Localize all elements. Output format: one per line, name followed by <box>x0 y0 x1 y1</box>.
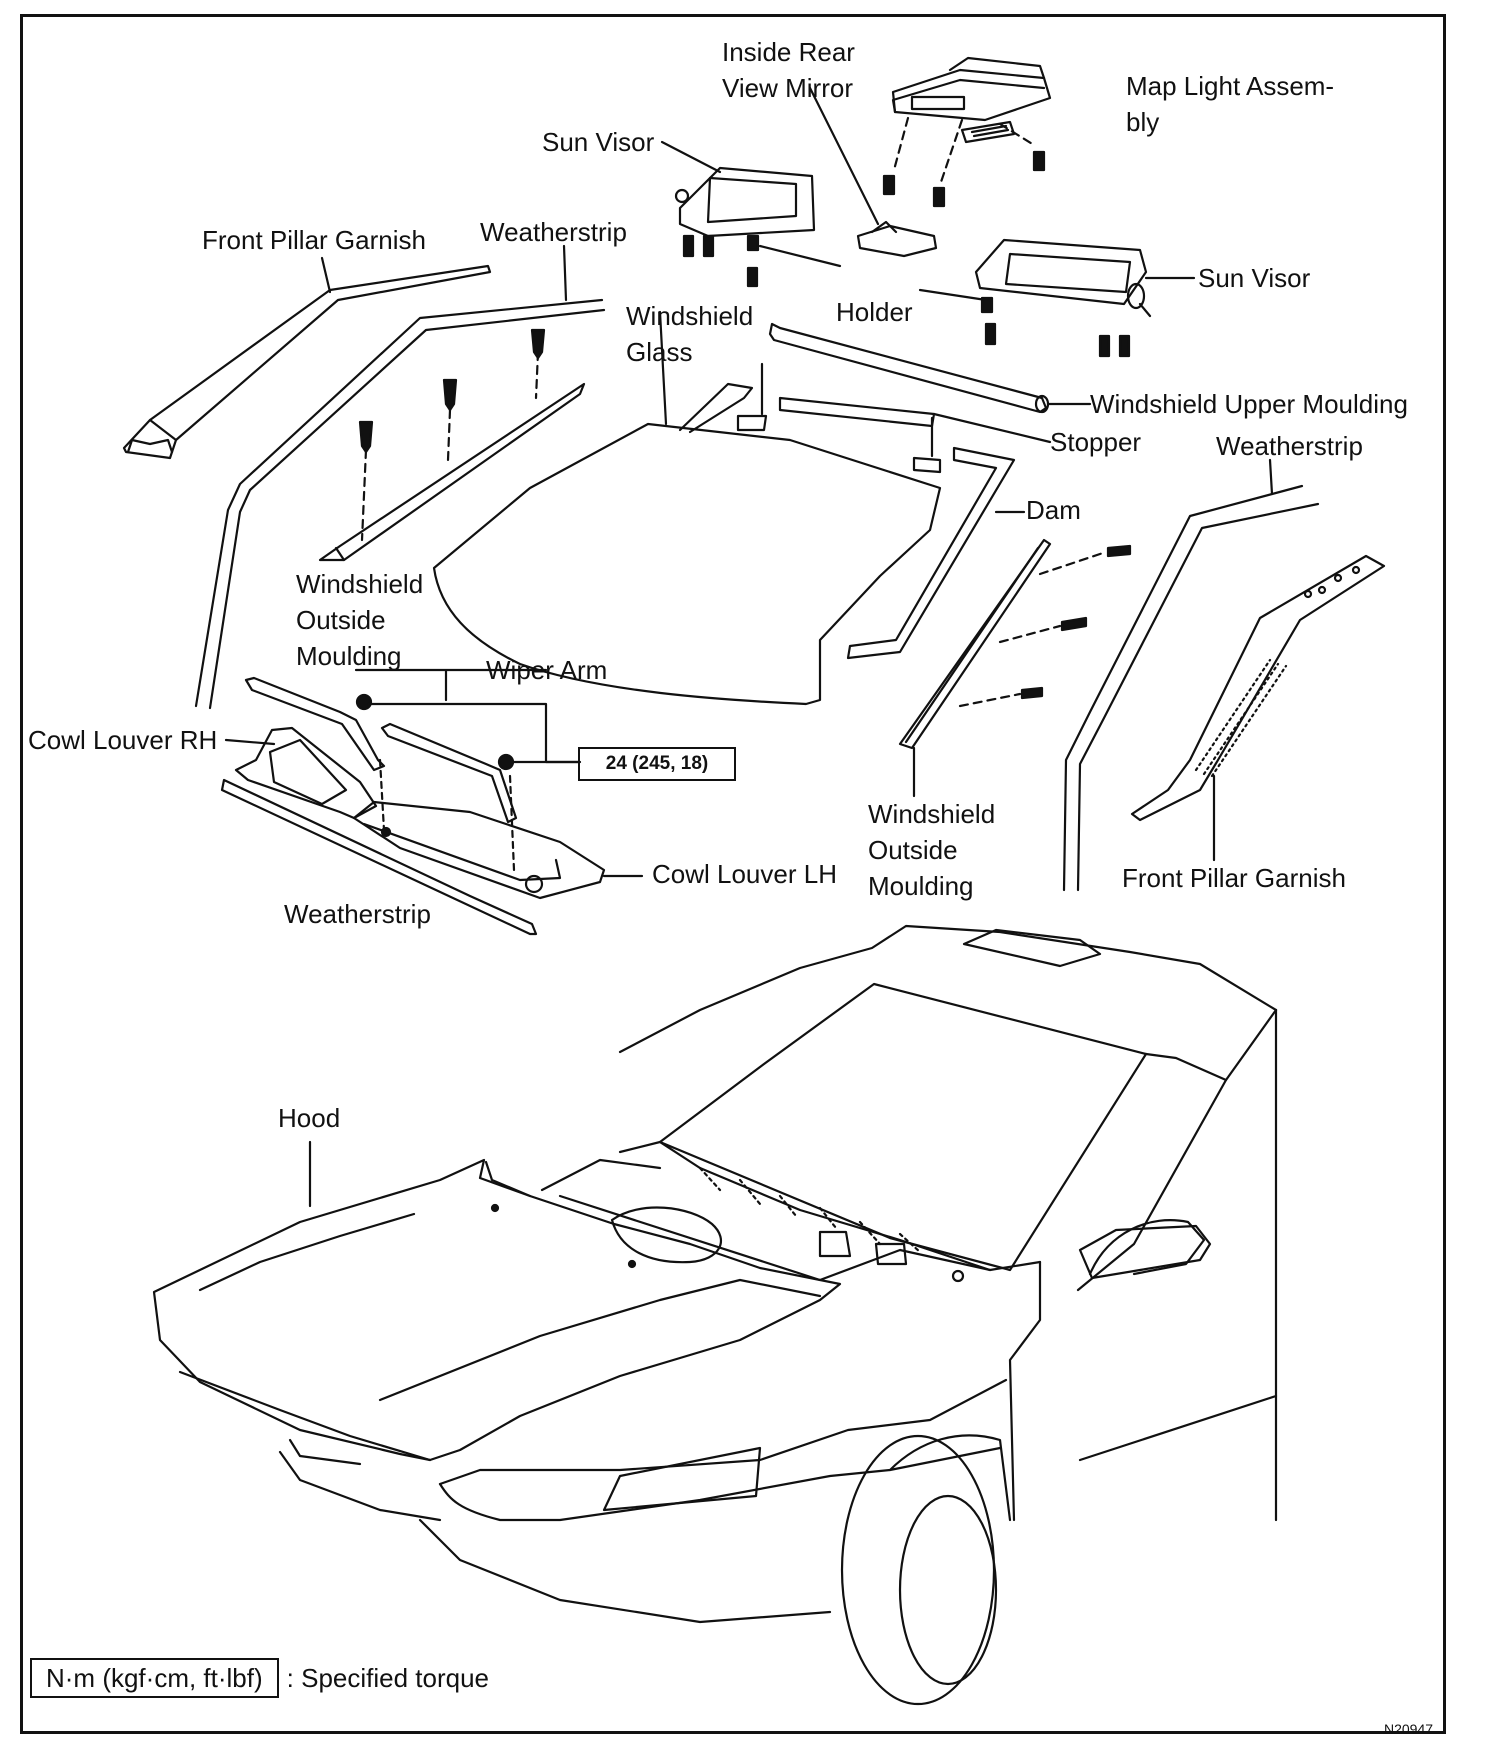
car-body-illustration <box>154 926 1276 1704</box>
label-map-light-assembly-line1: Map Light Assem- <box>1126 71 1335 101</box>
clip-icons-left <box>360 330 544 452</box>
weatherstrip-right-part <box>1064 460 1318 890</box>
label-cowl-louver-lh: Cowl Louver LH <box>652 859 837 889</box>
windshield-upper-moulding-part <box>770 324 1090 412</box>
label-weatherstrip-right: Weatherstrip <box>1216 431 1363 461</box>
label-weatherstrip-cowl: Weatherstrip <box>284 899 431 929</box>
label-windshield-outside-moulding-left-line1: Windshield <box>296 569 424 599</box>
screw-icons-right-visor <box>982 298 1129 356</box>
sun-visor-right-part <box>976 240 1194 316</box>
wiper-arm-parts <box>246 670 580 822</box>
label-front-pillar-garnish-right: Front Pillar Garnish <box>1122 863 1346 893</box>
label-holder: Holder <box>836 297 913 327</box>
label-windshield-outside-moulding-right-line2: Outside <box>868 835 958 865</box>
inside-rear-view-mirror-part <box>810 88 936 256</box>
label-windshield-upper-moulding: Windshield Upper Moulding <box>1090 389 1408 419</box>
clip-icons-right <box>1022 546 1130 698</box>
screw-icons-left-visor <box>684 236 758 286</box>
windshield-outside-moulding-right-part <box>900 540 1050 796</box>
holder-callout-lines <box>760 246 986 300</box>
dam-part <box>680 384 1024 658</box>
legend-text: : Specified torque <box>286 1663 490 1693</box>
label-windshield-outside-moulding-right-line3: Moulding <box>868 871 974 901</box>
label-wiper-arm: Wiper Arm <box>486 655 608 685</box>
label-inside-rear-view-mirror-line2: View Mirror <box>722 73 853 103</box>
windshield-outside-moulding-left-part <box>320 384 584 560</box>
legend-units-box: N·m (kgf·cm, ft·lbf) <box>30 1658 279 1698</box>
torque-legend: N·m (kgf·cm, ft·lbf): Specified torque <box>30 1658 489 1698</box>
map-light-screws <box>894 118 1034 185</box>
label-inside-rear-view-mirror-line1: Inside Rear <box>722 37 855 67</box>
label-cowl-louver-rh: Cowl Louver RH <box>28 725 218 755</box>
label-windshield-outside-moulding-left-line3: Moulding <box>296 641 402 671</box>
label-map-light-assembly-line2: bly <box>1126 107 1160 137</box>
windshield-glass-part <box>434 312 940 704</box>
label-sun-visor-left: Sun Visor <box>542 127 655 157</box>
label-windshield-outside-moulding-left-line2: Outside <box>296 605 386 635</box>
label-windshield-outside-moulding-right-line1: Windshield <box>868 799 996 829</box>
moulding-clips-right <box>960 552 1106 706</box>
label-dam: Dam <box>1026 495 1081 525</box>
label-sun-visor-right: Sun Visor <box>1198 263 1311 293</box>
front-pillar-garnish-right-part <box>1132 556 1384 860</box>
stopper-part <box>738 364 1050 472</box>
moulding-clips-left <box>362 352 538 540</box>
sun-visor-left-part <box>662 142 814 236</box>
torque-value-box: 24 (245, 18) <box>578 747 736 781</box>
label-hood: Hood <box>278 1103 341 1133</box>
label-windshield-glass-line1: Windshield <box>626 301 754 331</box>
label-weatherstrip-left: Weatherstrip <box>480 217 627 247</box>
cowl-louver-parts <box>222 728 642 934</box>
label-front-pillar-garnish-left: Front Pillar Garnish <box>202 225 426 255</box>
figure-code: N20947 <box>1384 1721 1434 1737</box>
front-pillar-garnish-left-part <box>124 258 490 458</box>
screw-icons-map-light <box>884 152 1044 206</box>
weatherstrip-left-part <box>196 246 604 708</box>
label-stopper: Stopper <box>1050 427 1142 457</box>
map-light-assembly-part <box>893 58 1050 142</box>
label-windshield-glass-line2: Glass <box>626 337 693 367</box>
diagram-frame <box>20 14 1446 1734</box>
